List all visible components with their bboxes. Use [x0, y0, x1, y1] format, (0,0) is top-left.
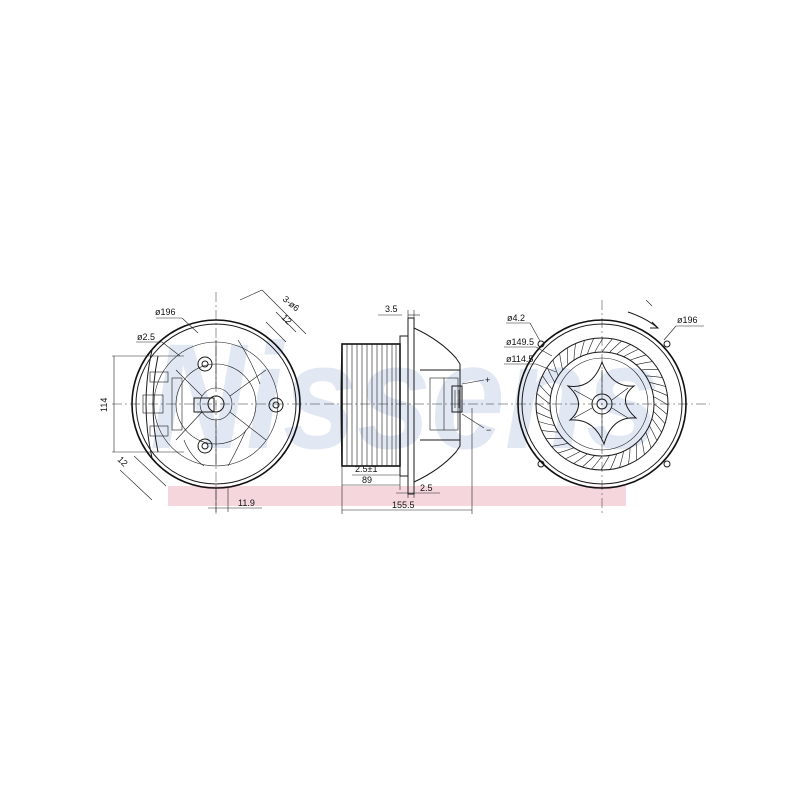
dim-side-gap1: 2.5±1: [355, 464, 377, 474]
dim-rear-dia-inner: ø114.5: [506, 354, 533, 364]
dim-side-gap2: 2.5: [420, 483, 433, 493]
dim-side-wheel-width: 89: [362, 475, 372, 485]
rear-fan-blade: [601, 338, 613, 353]
rear-fan-blade: [582, 455, 595, 468]
terminal-plus: +: [485, 375, 490, 385]
rear-fan-blade: [628, 447, 631, 465]
rear-hub: [566, 360, 638, 446]
rear-fan-blade: [636, 361, 653, 365]
rear-fan-blade: [542, 375, 553, 390]
dim-rear-dia-mid: ø149.5: [506, 337, 534, 347]
rear-fan-blade: [567, 347, 569, 365]
rear-fan-blade: [649, 382, 666, 387]
front-mount-bosses: [197, 356, 284, 454]
side-motor-body: [413, 327, 461, 483]
rear-fan-blade: [653, 403, 668, 415]
rear-fan-blade: [538, 421, 555, 426]
rear-fan-blade: [552, 359, 559, 377]
rear-fan-blade: [573, 343, 576, 361]
rear-fan-blade: [573, 453, 588, 464]
watermark-text: Nissens: [150, 312, 660, 480]
rear-fan-blade: [557, 447, 575, 454]
rear-fan-blade: [587, 338, 594, 355]
rear-fan-blade: [649, 425, 658, 441]
rear-fan-blade: [653, 411, 666, 424]
rear-fan-blade: [559, 353, 563, 370]
rear-fan-blade: [645, 431, 652, 449]
rear-fan-blade: [653, 396, 669, 406]
rear-fan-blade: [635, 443, 637, 461]
rear-fan-blade: [651, 389, 668, 396]
rear-fan-blade: [538, 384, 551, 397]
watermark-band: [168, 486, 626, 506]
rear-fan-blade: [591, 455, 603, 470]
rear-fan-blade: [623, 348, 639, 357]
dim-rear-dia-small: ø4.2: [507, 313, 525, 323]
rear-fan-blade: [641, 369, 659, 371]
side-view: + − 3.5 2.5±1 89 2.5 155.5: [324, 304, 494, 514]
rear-fan-blade: [551, 443, 568, 447]
rear-fan-blades: [535, 337, 669, 471]
rear-fan-blade: [535, 402, 551, 412]
rear-fan-blade: [616, 344, 631, 355]
rear-fan-blade: [651, 418, 662, 433]
dim-front-height: 114: [99, 398, 109, 412]
watermark: Nissens: [150, 312, 660, 506]
dim-front-angle: 3-ø6: [281, 294, 302, 314]
dim-front-left-12: 12: [116, 454, 130, 468]
rear-fan-blade: [610, 453, 617, 470]
rear-blade-ring-outer: [535, 337, 669, 471]
rear-fan-blade: [609, 340, 622, 353]
rear-fan-blade: [641, 438, 645, 455]
rear-fan-blade: [536, 393, 551, 405]
rear-outer-housing: [517, 319, 687, 489]
dim-front-offset: 11.9: [238, 498, 255, 508]
rear-fan-blade: [580, 340, 585, 357]
dim-rear-dia-outer: ø196: [677, 315, 698, 325]
rear-view: ø4.2 ø196 ø149.5 ø114.5: [498, 299, 710, 514]
rear-fan-blade: [565, 451, 581, 460]
rear-fan-blade: [594, 337, 604, 353]
rear-fan-blade: [541, 430, 559, 433]
dim-front-dia-outer: ø196: [155, 307, 176, 317]
dim-front-dia-hole: ø2.5: [137, 332, 155, 342]
front-view: ø196 ø2.5 3-ø6 12 114 12 11.9: [99, 289, 322, 514]
dim-side-overall: 155.5: [392, 500, 415, 510]
front-spokes: [175, 339, 267, 467]
rear-fan-blade: [545, 437, 563, 439]
dim-side-top: 3.5: [385, 304, 398, 314]
rear-fan-blade: [629, 354, 647, 361]
rear-fan-blade: [600, 455, 610, 471]
rear-fan-blade: [536, 412, 553, 419]
rear-fan-blade: [645, 375, 663, 378]
side-connector: + −: [451, 375, 491, 435]
rear-fan-blade: [619, 451, 624, 468]
terminal-minus: −: [486, 425, 491, 435]
